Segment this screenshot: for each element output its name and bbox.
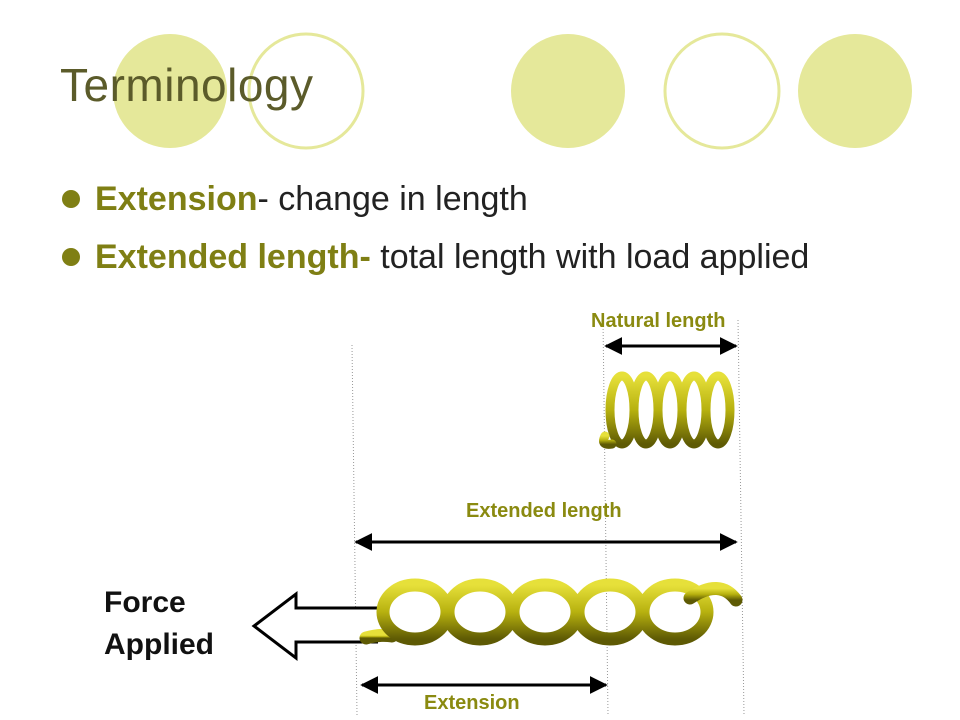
force-applied-label: Force Applied: [104, 582, 254, 666]
bullet-list: Extension- change in length Extended len…: [62, 176, 882, 292]
force-label-line2: Applied: [104, 628, 214, 661]
extended-spring: [359, 578, 743, 646]
bullet-extended-length: Extended length- total length with load …: [62, 234, 882, 280]
deco-circle-2: [247, 32, 365, 150]
deco-circle-3: [511, 34, 625, 148]
natural-length-label: Natural length: [591, 310, 726, 332]
definition-extension: - change in length: [257, 180, 528, 218]
bullet-extension: Extension- change in length: [62, 176, 882, 222]
slide-title: Terminology: [60, 59, 314, 111]
extended-length-label: Extended length: [466, 500, 622, 522]
natural-spring: [599, 371, 735, 449]
deco-circle-4: [663, 32, 781, 150]
ref-line-left: [351, 344, 358, 716]
term-extended-length: Extended length-: [95, 238, 371, 276]
deco-circle-5: [798, 34, 912, 148]
bullet-dot-icon: [62, 190, 80, 208]
ref-line-right: [737, 319, 745, 716]
term-extension: Extension: [95, 180, 258, 218]
extension-label: Extension: [424, 692, 520, 714]
force-label-line1: Force: [104, 586, 186, 619]
bullet-dot-icon: [62, 248, 80, 266]
force-arrow-icon: [251, 590, 378, 662]
deco-circle-1: [113, 34, 227, 148]
definition-extended-length: total length with load applied: [370, 238, 810, 276]
